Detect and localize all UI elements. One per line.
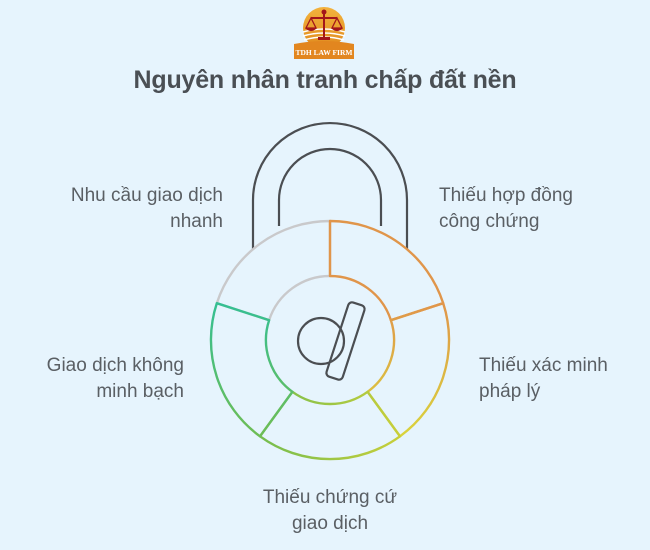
svg-text:TDH LAW FIRM: TDH LAW FIRM	[296, 48, 353, 57]
segment-right	[366, 302, 451, 438]
segment-bottom	[258, 390, 402, 461]
label-right: Thiếu xác minh pháp lý	[479, 355, 608, 402]
segment-left	[209, 302, 294, 438]
page-title: Nguyên nhân tranh chấp đất nền	[133, 66, 517, 94]
label-left: Giao dịch không minh bạch	[46, 355, 184, 402]
label-top-right: Thiếu hợp đồng công chứng	[439, 185, 573, 232]
label-bottom: Thiếu chứng cứ giao dịch	[262, 487, 398, 534]
d-logo-icon	[296, 301, 366, 381]
padlock-shackle	[251, 121, 409, 249]
segment-top-right	[328, 219, 445, 322]
segment-top-left	[215, 219, 332, 322]
law-firm-logo: TDH LAW FIRM	[294, 4, 354, 59]
scales-of-justice-icon: TDH LAW FIRM	[294, 7, 354, 59]
label-top-left: Nhu cầu giao dịch nhanh	[70, 185, 223, 232]
